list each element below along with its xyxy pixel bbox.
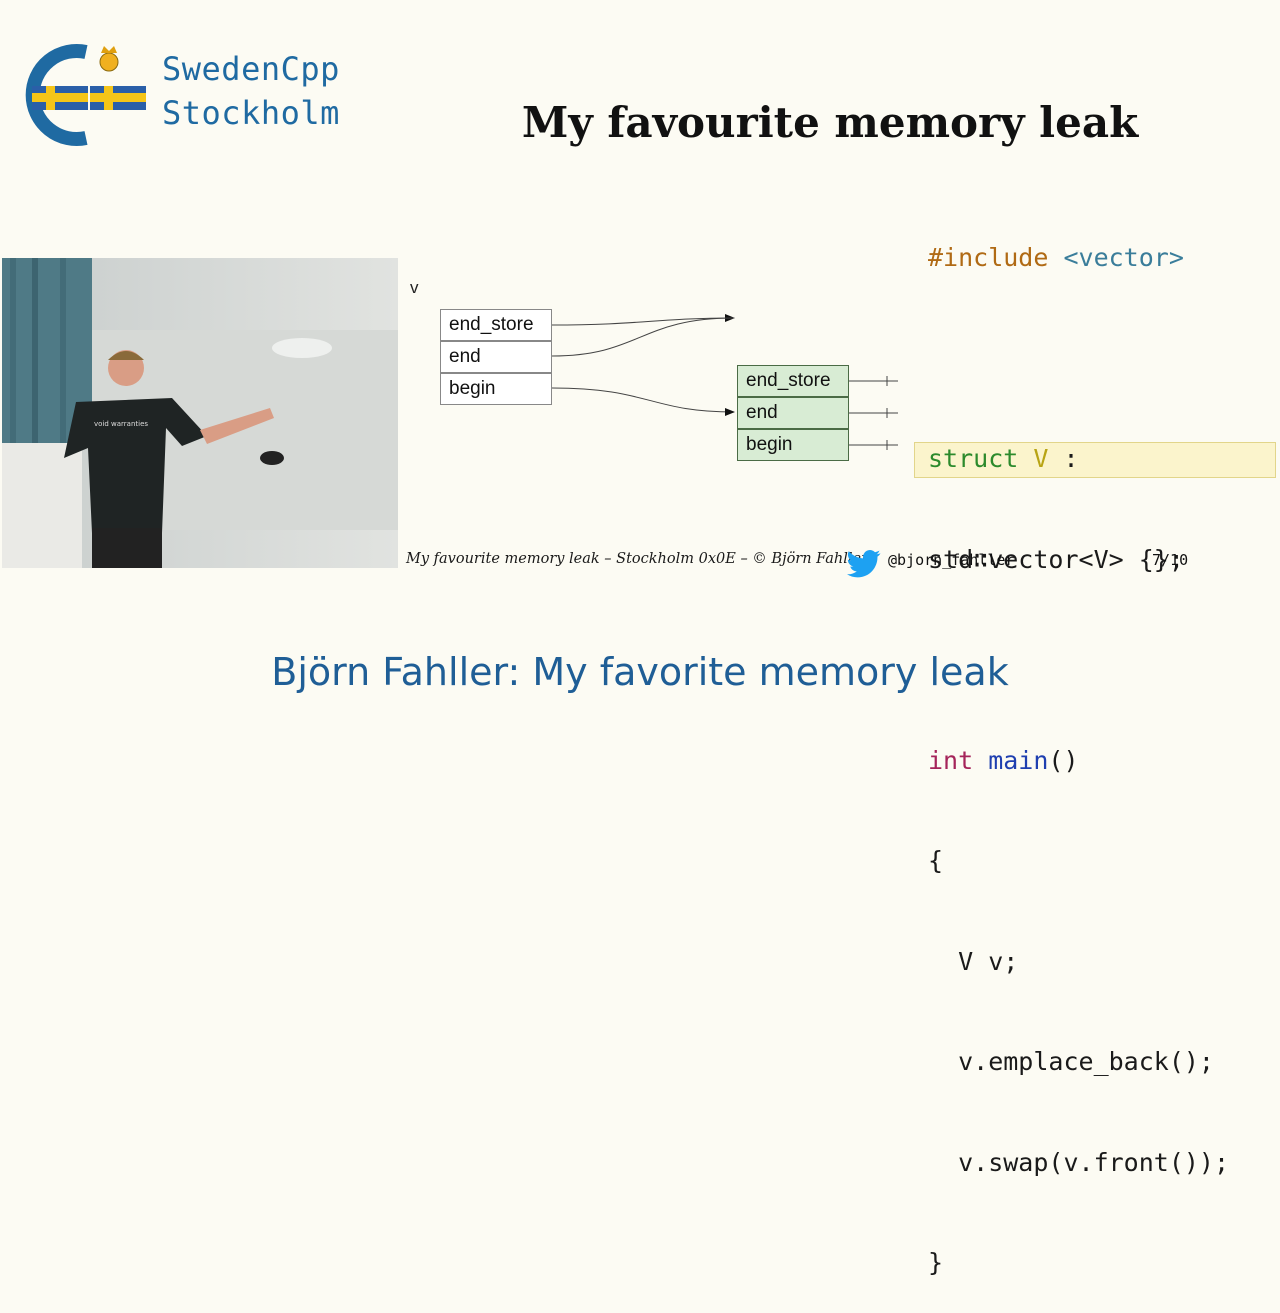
outer-field-end-store: end_store bbox=[440, 309, 552, 341]
brand-name: SwedenCpp bbox=[162, 50, 340, 88]
code-token-main: main bbox=[973, 745, 1049, 775]
code-line-emplace: v.emplace_back(); bbox=[928, 1047, 1214, 1076]
twitter-handle: @bjorn_fahller bbox=[888, 551, 1015, 569]
inner-field-end: end bbox=[737, 397, 849, 429]
code-token-preprocessor: #include bbox=[928, 243, 1049, 272]
slide-title: My favourite memory leak bbox=[521, 98, 1139, 147]
code-line-decl: V v; bbox=[928, 946, 1019, 976]
vector-variable-label: v bbox=[410, 278, 419, 297]
code-token-struct: struct bbox=[928, 444, 1019, 473]
code-token-int: int bbox=[928, 745, 974, 775]
slide-footer-text: My favourite memory leak – Stockholm 0x0… bbox=[406, 551, 869, 567]
code-token-colon: : bbox=[1048, 444, 1079, 473]
code-token-parens: () bbox=[1048, 745, 1079, 775]
brand-city: Stockholm bbox=[162, 94, 340, 132]
arrow-begin bbox=[551, 387, 735, 416]
current-line-highlight bbox=[914, 442, 1276, 478]
code-line-main: int main() bbox=[928, 744, 1229, 778]
outer-field-end: end bbox=[440, 341, 552, 373]
code-line-swap: v.swap(v.front()); bbox=[928, 1147, 1230, 1177]
inner-field-begin: begin bbox=[737, 429, 849, 461]
code-line-blank bbox=[928, 342, 1229, 376]
code-line-include: #include <vector> bbox=[928, 241, 1229, 275]
page-number: 7/10 bbox=[1152, 551, 1189, 569]
code-line-open-brace: { bbox=[928, 846, 944, 875]
code-line-close-brace: } bbox=[928, 1248, 944, 1277]
code-token-header: <vector> bbox=[1048, 243, 1184, 272]
swedencpp-logo-icon bbox=[25, 44, 146, 146]
arrow-end bbox=[551, 317, 735, 357]
code-listing: #include <vector> struct V : std∷vector<… bbox=[928, 174, 1229, 1313]
svg-text:void warranties: void warranties bbox=[94, 420, 148, 428]
video-caption: Björn Fahller: My favorite memory leak bbox=[271, 650, 1009, 694]
twitter-bird-icon bbox=[847, 550, 881, 578]
inner-field-end-store: end_store bbox=[737, 365, 849, 397]
code-line-base: std∷vector<V> {}; bbox=[928, 544, 1184, 574]
code-token-type: V bbox=[1018, 444, 1049, 473]
arrow-end-store bbox=[551, 314, 735, 326]
speaker-video[interactable]: void warranties bbox=[2, 258, 398, 568]
code-line-struct: struct V : bbox=[928, 442, 1229, 476]
outer-field-begin: begin bbox=[440, 373, 552, 405]
